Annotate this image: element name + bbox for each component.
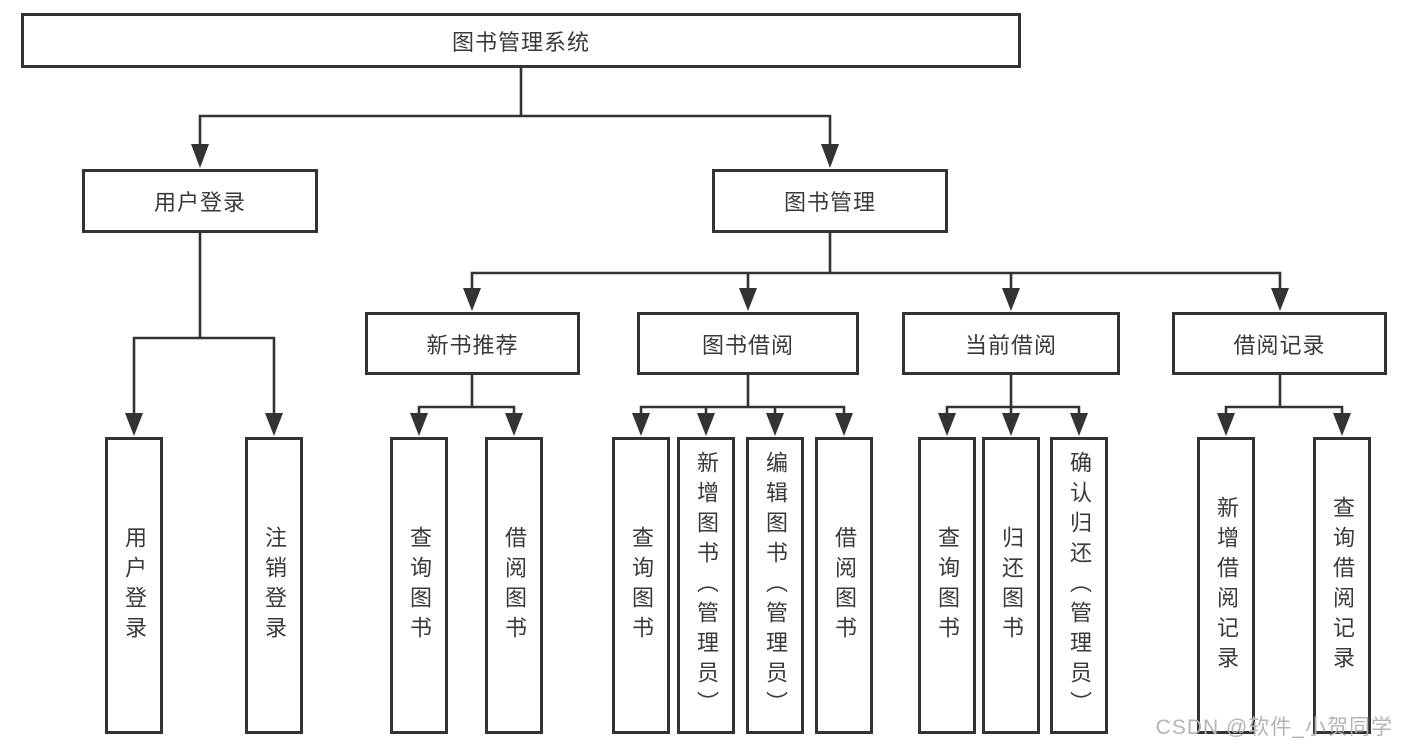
leaf-borrow-book-recommend: 借阅图书 — [485, 437, 543, 734]
arrowhead — [697, 413, 715, 436]
arrowhead — [821, 144, 839, 168]
node-label: 图书管理系统 — [451, 29, 590, 55]
arrowhead — [191, 144, 209, 168]
arrowhead — [739, 288, 757, 311]
node-root-system: 图书管理系统 — [21, 13, 1021, 68]
arrowhead — [1002, 288, 1020, 311]
node-label: 查询图书 — [935, 525, 960, 646]
node-label: 编辑图书（管理员） — [763, 450, 788, 721]
edges-from-current-borrow — [945, 373, 1081, 420]
arrowhead — [1271, 288, 1289, 311]
node-label: 图书管理 — [783, 190, 876, 215]
leaf-add-book-admin: 新增图书（管理员） — [677, 437, 735, 734]
arrowhead — [265, 413, 283, 436]
leaf-logout: 注销登录 — [245, 437, 303, 734]
node-label: 注销登录 — [262, 525, 287, 646]
node-label: 查询借阅记录 — [1330, 495, 1355, 676]
arrowhead — [125, 413, 143, 436]
node-label: 查询图书 — [629, 525, 654, 646]
arrowhead — [632, 413, 650, 436]
edges-from-user-login — [132, 231, 276, 420]
node-label: 新书推荐 — [426, 332, 519, 358]
arrowhead — [410, 413, 428, 436]
leaf-query-book-current: 查询图书 — [918, 437, 976, 734]
edges-from-new-book-recommend — [417, 373, 516, 420]
edges-from-borrow-records — [1224, 373, 1344, 420]
leaf-query-book-borrow: 查询图书 — [612, 437, 670, 734]
arrowhead — [1217, 413, 1235, 436]
leaf-add-borrow-record: 新增借阅记录 — [1197, 437, 1255, 734]
node-borrow-records: 借阅记录 — [1172, 312, 1387, 375]
leaf-borrow-book: 借阅图书 — [815, 437, 873, 734]
node-current-borrow: 当前借阅 — [902, 312, 1120, 375]
node-book-management: 图书管理 — [712, 169, 948, 233]
node-label: 借阅记录 — [1233, 332, 1326, 358]
arrowhead — [1333, 413, 1351, 436]
node-label: 借阅图书 — [832, 525, 857, 646]
arrowhead — [835, 413, 853, 436]
node-new-book-recommend: 新书推荐 — [365, 312, 580, 375]
edges-from-book-management — [470, 231, 1282, 294]
node-label: 用户登录 — [122, 525, 147, 646]
leaf-edit-book-admin: 编辑图书（管理员） — [746, 437, 804, 734]
node-label: 新增图书（管理员） — [694, 450, 719, 721]
arrowhead — [938, 413, 956, 436]
leaf-query-book-recommend: 查询图书 — [390, 437, 448, 734]
node-label: 确认归还（管理员） — [1067, 450, 1092, 721]
node-user-login: 用户登录 — [82, 169, 318, 233]
leaf-return-book: 归还图书 — [982, 437, 1040, 734]
node-label: 归还图书 — [999, 525, 1024, 646]
edges-from-book-borrow — [639, 373, 846, 420]
node-label: 用户登录 — [153, 190, 246, 215]
edges-from-root — [198, 66, 832, 150]
arrowhead — [1002, 413, 1020, 436]
arrowhead — [1070, 413, 1088, 436]
node-label: 图书借阅 — [701, 332, 794, 358]
leaf-query-borrow-record: 查询借阅记录 — [1313, 437, 1371, 734]
node-label: 新增借阅记录 — [1214, 495, 1239, 676]
leaf-user-login: 用户登录 — [105, 437, 163, 734]
csdn-watermark: CSDN @软件_小贺同学 — [1155, 716, 1393, 739]
arrowhead — [766, 413, 784, 436]
node-label: 借阅图书 — [502, 525, 527, 646]
node-label: 当前借阅 — [964, 332, 1057, 358]
leaf-confirm-return-admin: 确认归还（管理员） — [1050, 437, 1108, 734]
node-label: 查询图书 — [407, 525, 432, 646]
arrowhead — [505, 413, 523, 436]
node-book-borrow: 图书借阅 — [637, 312, 859, 375]
arrowhead — [463, 288, 481, 311]
